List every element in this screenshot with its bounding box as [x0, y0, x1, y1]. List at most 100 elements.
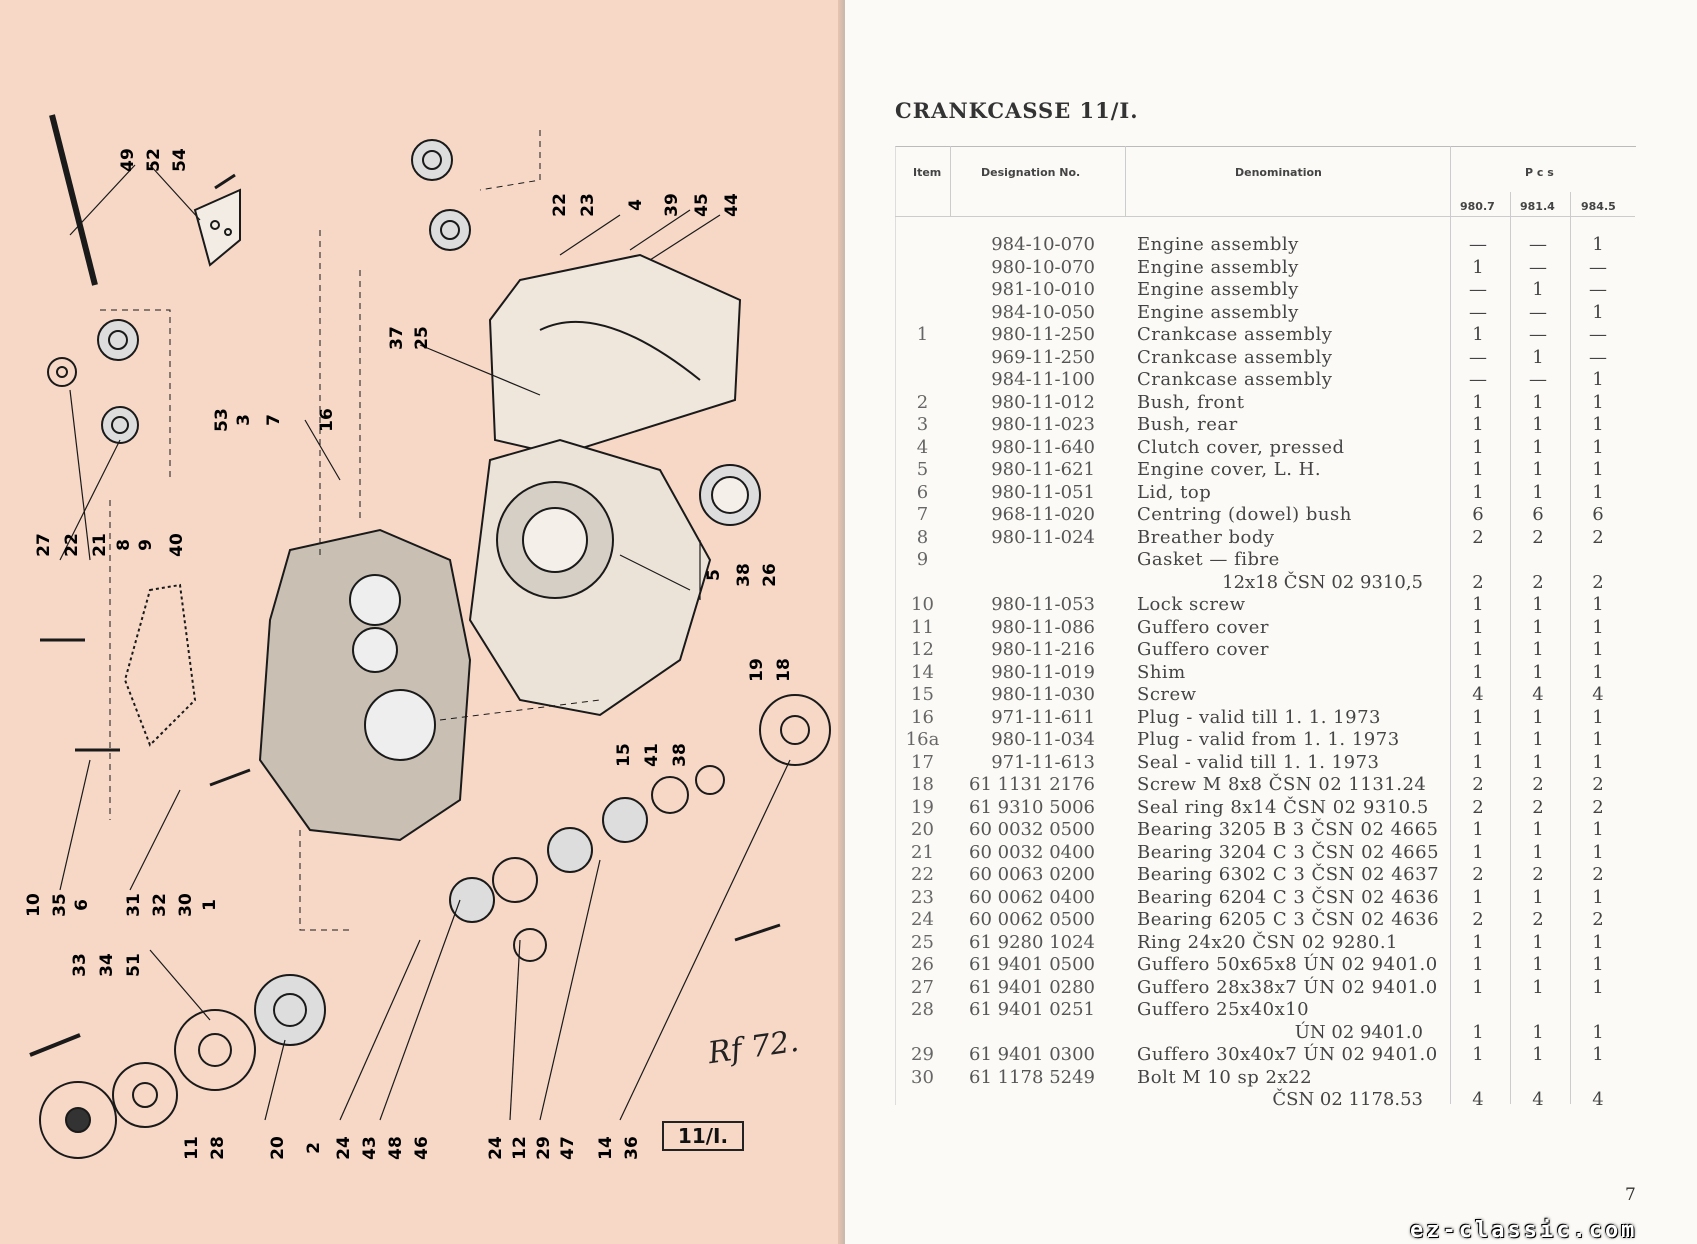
qty-981-4-cell: 1 [1532, 346, 1544, 368]
callout-label: 54 [169, 148, 190, 172]
qty-980-7-cell: 1 [1472, 414, 1484, 435]
item-cell: 22 [911, 864, 934, 885]
qty-984-5-cell: 1 [1592, 1021, 1604, 1043]
callout-label: 47 [557, 1136, 578, 1160]
table-row: 9 Gasket — fibre [895, 549, 1635, 572]
qty-981-4-cell: 1 [1532, 841, 1544, 863]
qty-980-7-cell: 1 [1472, 976, 1484, 998]
qty-981-4-cell: 1 [1532, 639, 1544, 660]
qty-980-7-cell: 1 [1472, 661, 1484, 683]
qty-980-7-cell: 1 [1472, 391, 1484, 413]
qty-980-7-cell: — [1469, 346, 1487, 368]
qty-984-5-cell: — [1589, 346, 1607, 368]
item-cell: 7 [916, 504, 929, 525]
qty-980-7-cell: — [1469, 234, 1487, 255]
callout-label: 53 [211, 408, 232, 432]
denomination-cell: Guffero 25x40x10 [1137, 999, 1310, 1020]
callout-label: 16 [316, 408, 337, 432]
qty-981-4-cell: 1 [1532, 886, 1544, 908]
designation-cell: 980-11-030 [991, 684, 1095, 705]
designation-cell: 984-10-070 [991, 234, 1095, 255]
callout-label: 10 [23, 893, 44, 917]
callout-label: 45 [691, 193, 712, 217]
parts-table [895, 146, 1636, 1105]
callout-label: 4 [625, 199, 646, 211]
callout-label: 30 [175, 893, 196, 917]
designation-cell: 968-11-020 [991, 504, 1095, 525]
designation-cell: 60 0032 0500 [969, 819, 1095, 840]
qty-984-5-cell: 1 [1592, 819, 1604, 840]
qty-981-4-cell: 1 [1532, 1044, 1544, 1065]
callout-label: 18 [773, 658, 794, 682]
qty-980-7-cell: 1 [1472, 639, 1484, 660]
qty-981-4-cell: 1 [1532, 729, 1544, 750]
qty-984-5-cell: 1 [1592, 1044, 1604, 1065]
item-cell: 1 [916, 324, 929, 345]
qty-981-4-cell: 1 [1532, 819, 1544, 840]
qty-981-4-cell: — [1529, 234, 1547, 255]
callout-label: 20 [267, 1136, 288, 1160]
qty-984-5-cell: — [1589, 256, 1607, 278]
denomination-cell: Gasket — fibre [1137, 549, 1280, 570]
qty-984-5-cell: 1 [1592, 594, 1604, 615]
denomination-continuation-cell: ÚN 02 9401.0 [1294, 1021, 1423, 1043]
bearing-top-2 [429, 209, 471, 251]
designation-cell: 980-11-034 [991, 729, 1095, 750]
callout-label: 25 [411, 326, 432, 350]
callout-label: 21 [89, 533, 110, 557]
watermark: ez-classic.com [1410, 1218, 1638, 1243]
denomination-cell: Seal - valid till 1. 1. 1973 [1137, 751, 1380, 773]
item-cell: 24 [911, 909, 934, 930]
callout-label: 7 [263, 414, 284, 426]
denomination-cell: Lock screw [1137, 594, 1246, 615]
qty-981-4-cell: 1 [1532, 706, 1544, 728]
denomination-cell: Engine cover, L. H. [1137, 459, 1322, 480]
qty-980-7-cell: 1 [1472, 1044, 1484, 1065]
qty-980-7-cell: 1 [1472, 324, 1484, 345]
callout-label: 26 [759, 563, 780, 587]
callout-label: 19 [746, 658, 767, 682]
qty-980-7-cell: 2 [1472, 526, 1484, 548]
item-cell: 9 [916, 549, 929, 570]
denomination-cell: Ring 24x20 ČSN 02 9280.1 [1137, 931, 1399, 953]
exploded-parts-diagram [29, 114, 831, 1159]
denomination-continuation-cell: ČSN 02 1178.53 [1272, 1089, 1423, 1110]
column-divider [1125, 146, 1126, 216]
qty-981-4-cell: 1 [1532, 954, 1544, 975]
item-cell: 16a [905, 729, 940, 750]
denomination-cell: Crankcase assembly [1137, 369, 1333, 390]
item-cell: 10 [911, 594, 934, 615]
bearing-left-1 [97, 319, 139, 361]
header-designation: Designation No. [981, 166, 1081, 179]
designation-cell: 60 0062 0400 [969, 886, 1095, 908]
denomination-cell: Bearing 3204 C 3 ČSN 02 4665 [1137, 841, 1440, 863]
item-cell: 5 [916, 459, 929, 480]
callout-label: 5 [703, 569, 724, 581]
qty-981-4-cell: 4 [1532, 1089, 1544, 1110]
item-cell: 3 [916, 414, 929, 435]
qty-981-4-cell: 1 [1532, 661, 1544, 683]
crankcase [258, 528, 472, 842]
callout-label: 1 [199, 899, 220, 911]
qty-981-4-cell: 1 [1532, 616, 1544, 638]
callout-label: 15 [613, 743, 634, 767]
callout-label: 28 [207, 1136, 228, 1160]
table-row: 16a 980-11-034 Plug - valid from 1. 1. 197… [895, 729, 1635, 752]
designation-cell: 980-11-640 [991, 436, 1095, 458]
item-cell: 20 [911, 819, 934, 840]
qty-981-4-cell: 1 [1532, 751, 1544, 773]
denomination-cell: Plug - valid from 1. 1. 1973 [1137, 729, 1400, 750]
item-cell: 8 [916, 526, 929, 548]
qty-981-4-cell: — [1529, 369, 1547, 390]
figure-label: 11/I. [662, 1121, 744, 1151]
column-divider [950, 146, 951, 216]
callout-label: 24 [485, 1136, 506, 1160]
qty-984-5-cell: 1 [1592, 234, 1604, 255]
denomination-cell: Guffero cover [1137, 639, 1269, 660]
